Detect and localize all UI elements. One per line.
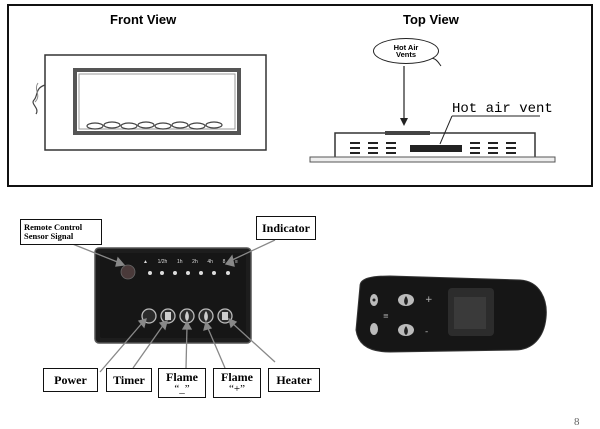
remote-sensor-label: Remote Control Sensor Signal: [20, 219, 102, 245]
svg-text:+: +: [425, 295, 433, 305]
svg-text:-: -: [425, 327, 428, 337]
svg-text:≡: ≡: [383, 312, 389, 320]
front-view-title: Front View: [110, 12, 177, 27]
flame-down-sub: “_”: [174, 382, 190, 395]
indicator-mark: 8: [222, 259, 226, 265]
indicator-mark: 2h: [192, 259, 198, 265]
flame-up-label: Flame “+”: [213, 368, 261, 398]
timer-label: Timer: [106, 368, 152, 392]
hot-air-vent-label: Hot air vent: [452, 101, 553, 117]
top-view-title: Top View: [403, 12, 459, 27]
hot-air-vents-callout: Hot Air Vents: [373, 38, 439, 64]
flame-up-sub: “+”: [229, 382, 245, 395]
indicator-mark: ▲: [143, 259, 148, 265]
remote-sensor-line-1: Remote Control: [24, 222, 83, 233]
callout-line-2: Vents: [395, 50, 416, 59]
indicator-mark: ≡: [235, 259, 238, 265]
front-view-drawing: [32, 54, 267, 151]
indicator-mark: 1h: [176, 259, 183, 265]
views-frame: [7, 4, 593, 187]
remote-sensor-line-2: Sensor Signal: [24, 231, 74, 241]
control-panel: [94, 247, 252, 344]
top-view-drawing: [309, 57, 556, 163]
indicator-label: Indicator: [256, 216, 316, 240]
heater-label: Heater: [268, 368, 320, 392]
flame-down-label: Flame “_”: [158, 368, 206, 398]
indicator-marks: ▲ 1/2h 1h 2h 4h 8 ≡: [143, 259, 238, 265]
indicator-mark: 4h: [207, 259, 213, 265]
remote-control-drawing: + - ≡: [355, 275, 547, 353]
indicator-mark: 1/2h: [157, 259, 168, 265]
flame-down-label-text: Flame: [166, 369, 198, 384]
page-number: 8: [574, 416, 580, 428]
callout-line-1: Hot Air: [393, 42, 419, 52]
sensor-window-icon: [120, 264, 136, 280]
power-label: Power: [43, 368, 98, 392]
flame-up-label-text: Flame: [221, 369, 253, 384]
